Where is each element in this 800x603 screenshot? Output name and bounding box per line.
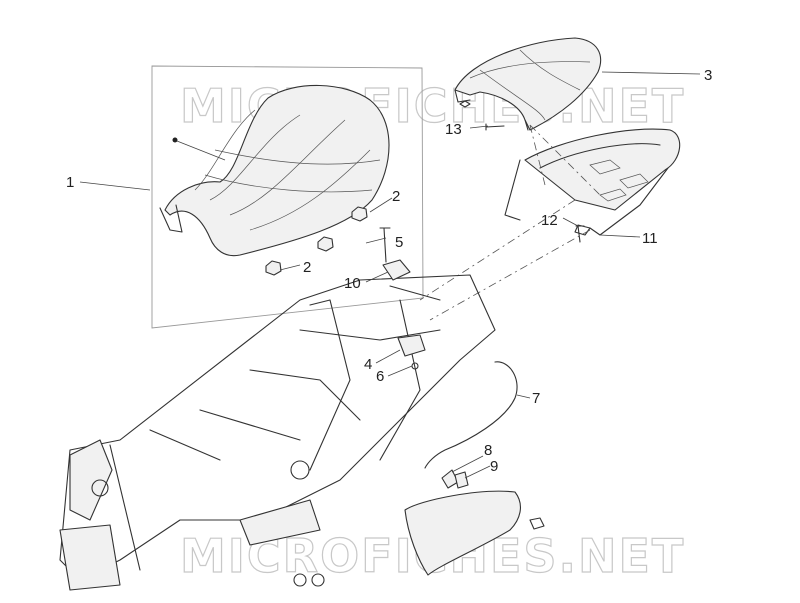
cable-clip[interactable] bbox=[441, 469, 469, 489]
seat-lock[interactable] bbox=[397, 334, 426, 370]
seat-release-cable[interactable] bbox=[424, 361, 518, 469]
callout-labels: 1 2 2 3 4 5 6 7 8 9 10 11 12 13 bbox=[66, 67, 712, 475]
callout-12: 12 bbox=[541, 212, 558, 229]
callout-6: 6 bbox=[376, 368, 384, 385]
callout-1: 1 bbox=[66, 174, 74, 191]
callout-5: 5 bbox=[395, 234, 403, 251]
callout-4: 4 bbox=[364, 356, 372, 373]
luggage-rack[interactable] bbox=[504, 128, 681, 236]
side-cover[interactable] bbox=[404, 490, 545, 576]
rider-seat[interactable] bbox=[159, 84, 390, 257]
assembly-line bbox=[419, 124, 601, 321]
bracket[interactable] bbox=[379, 227, 411, 281]
callout-9: 9 bbox=[490, 458, 498, 475]
callout-7: 7 bbox=[532, 390, 540, 407]
leader-lines bbox=[79, 71, 701, 479]
callout-2a: 2 bbox=[392, 188, 400, 205]
callout-3: 3 bbox=[704, 67, 712, 84]
callout-10: 10 bbox=[344, 275, 361, 292]
callout-13: 13 bbox=[445, 121, 462, 138]
seat-pin-marker bbox=[172, 137, 178, 143]
grommet[interactable] bbox=[265, 206, 368, 276]
passenger-seat[interactable] bbox=[454, 37, 602, 131]
callout-11: 11 bbox=[642, 230, 658, 247]
callout-2b: 2 bbox=[303, 259, 311, 276]
callout-8: 8 bbox=[484, 442, 492, 459]
motorcycle-frame bbox=[59, 274, 496, 591]
